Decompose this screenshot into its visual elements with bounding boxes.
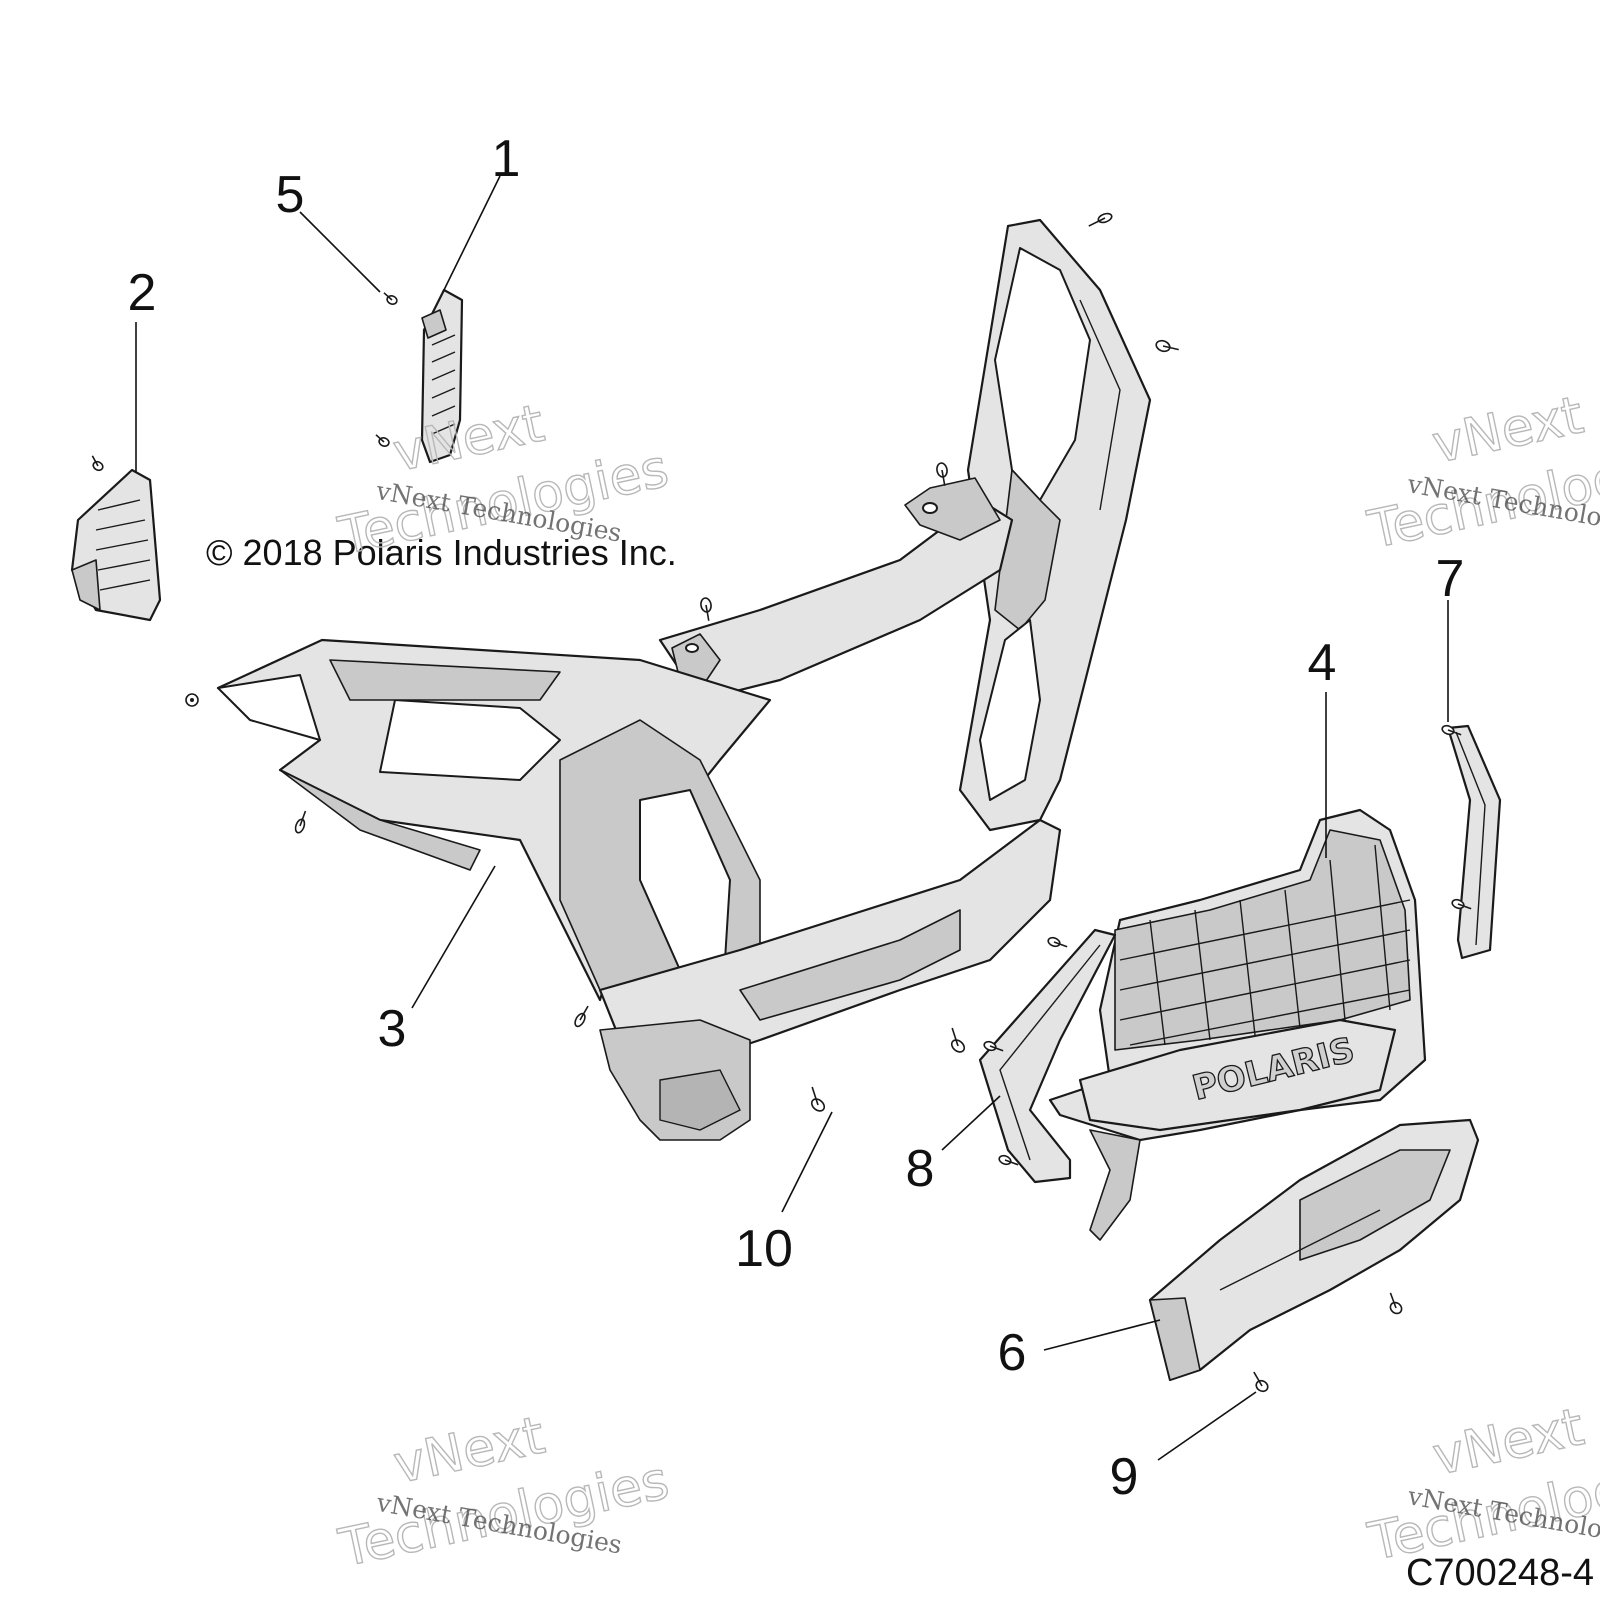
figure-id: C700248-4	[1406, 1552, 1594, 1594]
copyright-notice: © 2018 Polaris Industries Inc.	[206, 532, 677, 573]
callout-10: 10	[735, 1220, 793, 1278]
callout-3: 3	[378, 1000, 407, 1058]
screw-icon	[998, 1154, 1019, 1166]
callout-1: 1	[492, 130, 521, 188]
callout-2: 2	[128, 264, 157, 322]
leader-line-6	[1043, 1319, 1161, 1351]
part-lower-skid-plate	[1148, 1118, 1480, 1382]
part-front-grille: POLARIS	[1048, 808, 1427, 1241]
screw-icon	[936, 462, 948, 486]
leader-line-10	[781, 1111, 833, 1213]
callout-7: 7	[1436, 550, 1465, 608]
screw-icon	[1047, 936, 1068, 948]
screw-icon	[810, 1086, 826, 1112]
grille-mesh	[1119, 844, 1411, 1046]
screw-icon	[375, 434, 390, 447]
screw-icon	[1088, 212, 1113, 227]
watermark-top-right: vNext Technologies vNext Technologies	[1362, 385, 1600, 562]
part-right-trim-strip	[1446, 724, 1502, 960]
leader-line-9	[1157, 1391, 1257, 1461]
callout-6: 6	[998, 1324, 1027, 1382]
screw-icon	[1451, 898, 1472, 910]
watermark-bottom-left: vNext Technologies vNext Technologies	[333, 1405, 675, 1580]
screw-icon	[950, 1027, 966, 1053]
leader-line-5	[299, 211, 381, 293]
callout-numbers: 1 2 3 4 5 6 7 8 9 10	[128, 130, 1465, 1506]
fasteners	[91, 212, 1472, 1393]
part-left-trim-strip	[978, 928, 1117, 1184]
leader-line-3	[411, 865, 496, 1009]
screw-icon	[91, 455, 104, 472]
screw-icon	[983, 1040, 1004, 1052]
callout-4: 4	[1308, 634, 1337, 692]
screw-icon	[700, 597, 712, 621]
screw-icon	[294, 810, 307, 834]
callout-9: 9	[1110, 1448, 1139, 1506]
screw-icon	[1155, 339, 1179, 353]
part-corner-vent	[70, 468, 162, 622]
leader-line-1	[442, 175, 501, 293]
part-small-vent-grille	[420, 288, 464, 464]
part-front-bumper-frame	[216, 218, 1152, 1141]
callout-8: 8	[906, 1140, 935, 1198]
screw-icon	[185, 693, 199, 707]
screw-icon	[574, 1005, 589, 1028]
leader-line-8	[941, 1095, 1001, 1151]
callout-5: 5	[276, 166, 305, 224]
leader-lines	[135, 175, 1449, 1461]
screw-icon	[1253, 1371, 1269, 1393]
screw-icon	[383, 292, 398, 305]
screw-icon	[1441, 724, 1462, 736]
screw-icon	[1389, 1292, 1403, 1315]
